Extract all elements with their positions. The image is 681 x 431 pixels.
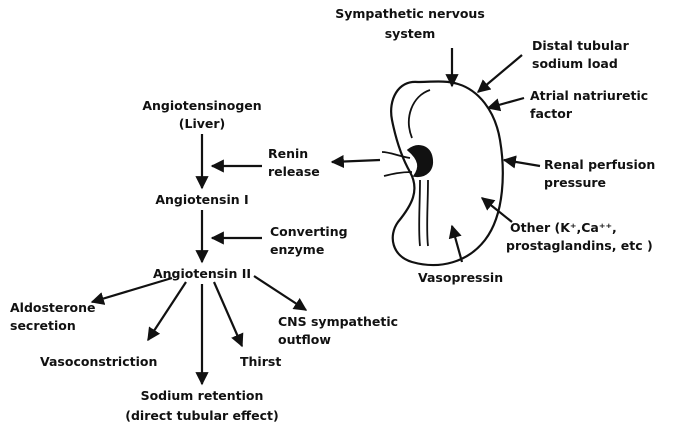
label-angiotensinogen-line1: Angiotensinogen <box>142 98 261 113</box>
arrow-aldosterone <box>92 278 172 302</box>
ureter <box>419 180 420 246</box>
label-thirst: Thirst <box>240 354 281 369</box>
label-other-line2: prostaglandins, etc ) <box>506 238 653 253</box>
label-converting-line1: Converting <box>270 224 348 239</box>
arrow-cns <box>254 276 306 310</box>
label-angiotensin-i: Angiotensin I <box>155 192 248 207</box>
arrow-vasoconstriction <box>148 282 186 340</box>
label-renin-line2: release <box>268 164 320 179</box>
label-cns-line1: CNS sympathetic <box>278 314 398 329</box>
label-converting-line2: enzyme <box>270 242 324 257</box>
label-distal-line2: sodium load <box>532 56 618 71</box>
ureter-inner <box>427 180 428 246</box>
label-distal-line1: Distal tubular <box>532 38 630 53</box>
arrow-renal <box>504 160 540 166</box>
label-aldosterone-line1: Aldosterone <box>10 300 96 315</box>
label-sodium-line2: (direct tubular effect) <box>125 408 278 423</box>
kidney-illustration <box>382 82 503 266</box>
label-cns-line2: outflow <box>278 332 331 347</box>
label-sodium-line1: Sodium retention <box>141 388 264 403</box>
renal-vessel-lower <box>384 172 412 176</box>
kidney-outline <box>391 82 503 266</box>
label-renal-line2: pressure <box>544 175 606 190</box>
label-angiotensinogen-line2: (Liver) <box>179 116 225 131</box>
label-anf-line2: factor <box>530 106 573 121</box>
label-anf-line1: Atrial natriuretic <box>530 88 648 103</box>
arrow-kidney-to-renin <box>332 160 380 162</box>
arrow-anf <box>488 98 524 108</box>
label-renin-line1: Renin <box>268 146 308 161</box>
label-angiotensin-ii: Angiotensin II <box>153 266 251 281</box>
label-vasopressin: Vasopressin <box>418 270 503 285</box>
label-vasoconstriction: Vasoconstriction <box>40 354 157 369</box>
arrow-distal <box>478 55 522 92</box>
arrow-thirst <box>214 282 242 346</box>
label-sympathetic-line2: system <box>385 26 436 41</box>
label-renal-line1: Renal perfusion <box>544 157 655 172</box>
label-other-line1: Other (K⁺,Ca⁺⁺, <box>510 220 617 235</box>
label-sympathetic-line1: Sympathetic nervous <box>335 6 485 21</box>
label-aldosterone-line2: secretion <box>10 318 76 333</box>
